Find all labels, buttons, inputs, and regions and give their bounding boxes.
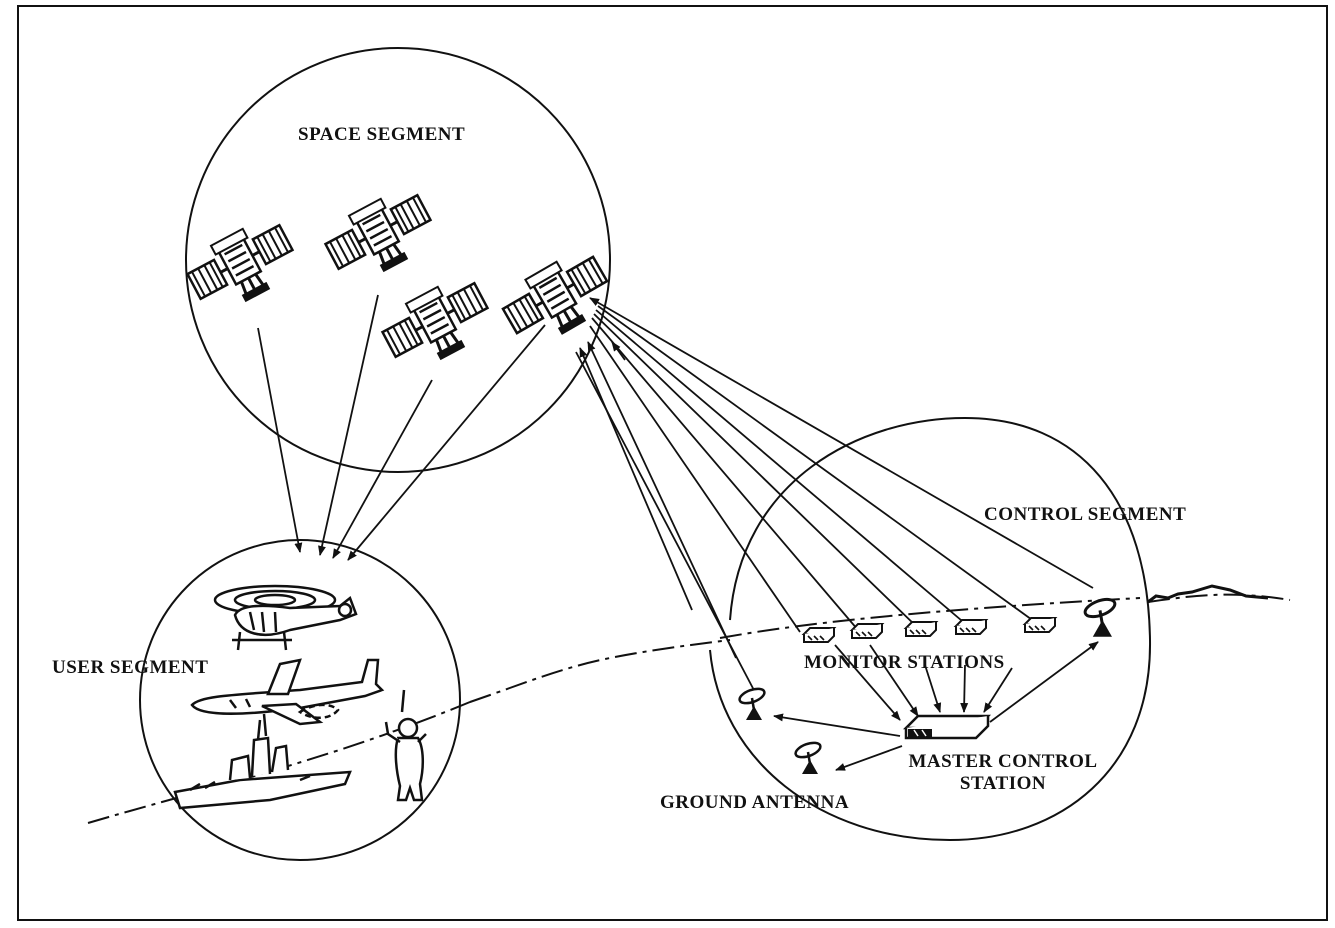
space-segment-label: SPACE SEGMENT bbox=[298, 124, 466, 145]
ground-antenna-label: GROUND ANTENNA bbox=[660, 792, 850, 813]
airplane-icon bbox=[190, 658, 385, 726]
satellite-icon bbox=[317, 181, 444, 292]
monitor-station-icon bbox=[851, 623, 883, 639]
master-control-label-line2: STATION bbox=[959, 773, 1047, 794]
monitor-station-icon bbox=[803, 627, 835, 643]
satellite-icon bbox=[374, 269, 501, 380]
user-segment-label: USER SEGMENT bbox=[52, 657, 209, 678]
monitor-station-icon bbox=[955, 619, 987, 635]
ground-antenna-icon bbox=[792, 738, 824, 776]
user-segment-circle bbox=[139, 539, 461, 861]
monitor-station-icon bbox=[1024, 617, 1056, 633]
space-segment-circle bbox=[185, 47, 611, 473]
soldier-icon bbox=[384, 689, 427, 802]
control-segment-label: CONTROL SEGMENT bbox=[984, 504, 1187, 525]
satellite-icon bbox=[179, 211, 306, 322]
frame-border bbox=[17, 5, 1328, 921]
space-to-user-signals bbox=[257, 294, 546, 561]
master-control-station-icon bbox=[902, 714, 992, 740]
ground-antenna-icon bbox=[736, 684, 768, 722]
master-control-label-line1: MASTER CONTROL bbox=[908, 751, 1098, 772]
satellite-icon bbox=[494, 243, 621, 356]
master-control-station-label: MASTER CONTROL STATION bbox=[888, 751, 1118, 795]
ground-antenna-icon bbox=[1081, 594, 1119, 639]
control-links bbox=[575, 297, 1094, 695]
monitor-station-icon bbox=[905, 621, 937, 637]
helicopter-icon bbox=[213, 584, 358, 651]
ship-icon bbox=[173, 713, 352, 810]
monitor-to-master-links bbox=[773, 641, 1099, 771]
control-segment-circle bbox=[709, 416, 1152, 842]
monitor-stations-label: MONITOR STATIONS bbox=[804, 652, 1005, 673]
